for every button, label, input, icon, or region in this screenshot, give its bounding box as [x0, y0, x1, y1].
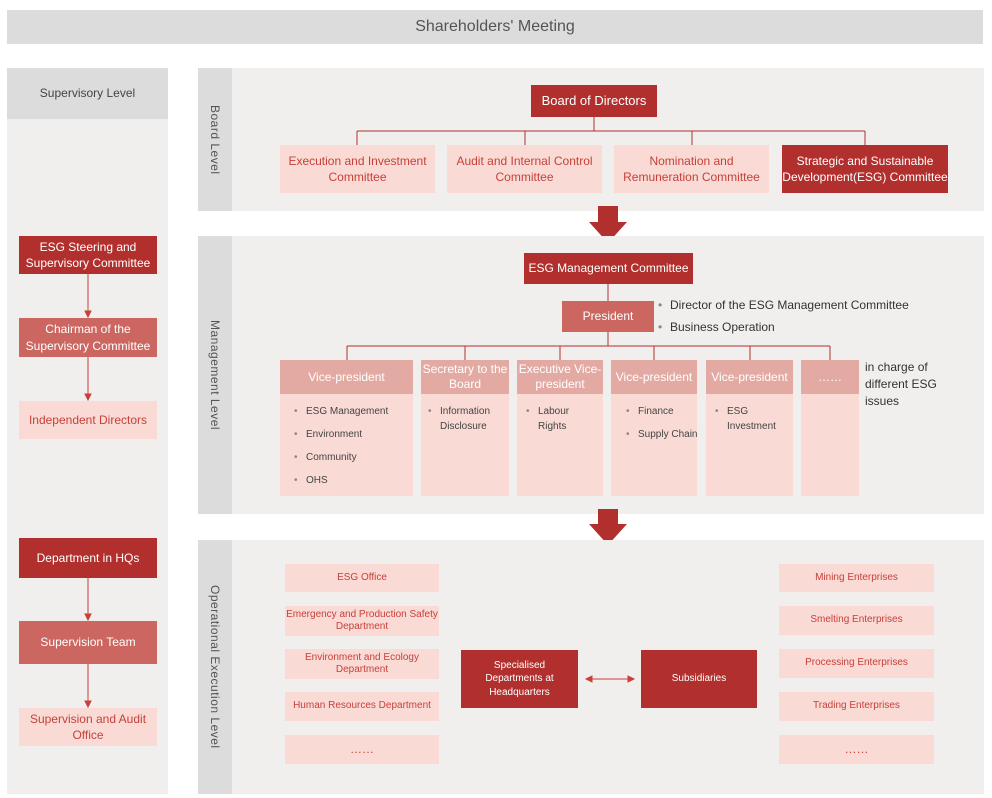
- shareholders-meeting-label: Shareholders' Meeting: [415, 18, 575, 36]
- execution-investment-committee-label: Execution and Investment Committee: [288, 153, 427, 184]
- supervision-audit-office: Supervision and Audit Office: [19, 708, 157, 746]
- nomination-remuneration-committee-label: Nomination and Remuneration Committee: [623, 153, 760, 184]
- esg-committee: Strategic and Sustainable Development(ES…: [782, 145, 948, 193]
- operational-level-label: Operational Execution Level: [208, 585, 222, 749]
- president-note-2: Business Operation: [658, 320, 958, 334]
- op-left-5: ……: [285, 735, 439, 764]
- mgmt-column-5-items: ESG Investment: [715, 404, 789, 442]
- esg-steering-committee: ESG Steering and Supervisory Committee: [19, 236, 157, 274]
- mgmt-column-4-title: Vice-president: [611, 360, 697, 394]
- list-item: Environment: [294, 427, 409, 442]
- op-left-3: Environment and Ecology Department: [285, 649, 439, 679]
- op-right-3: Processing Enterprises: [779, 649, 934, 678]
- list-item: Community: [294, 450, 409, 465]
- mgmt-column-5-title: Vice-president: [706, 360, 793, 394]
- list-item: Supply Chain: [626, 427, 698, 442]
- mgmt-column-6-title: ……: [801, 360, 859, 394]
- audit-internal-control-committee: Audit and Internal Control Committee: [447, 145, 602, 193]
- nomination-remuneration-committee: Nomination and Remuneration Committee: [614, 145, 769, 193]
- board-level-label: Board Level: [208, 104, 222, 175]
- independent-directors-label: Independent Directors: [28, 412, 148, 427]
- op-right-5: ……: [779, 735, 934, 764]
- op-left-1: ESG Office: [285, 564, 439, 592]
- mgmt-side-note: in charge of different ESG issues: [865, 360, 937, 408]
- shareholders-meeting-banner: Shareholders' Meeting: [7, 10, 983, 44]
- independent-directors: Independent Directors: [19, 401, 157, 439]
- list-item: Information Disclosure: [428, 404, 506, 434]
- mgmt-column-3-title: Executive Vice-president: [517, 360, 603, 394]
- op-right-2: Smelting Enterprises: [779, 606, 934, 635]
- board-of-directors-label: Board of Directors: [541, 93, 647, 109]
- list-item: Labour Rights: [526, 404, 598, 434]
- mgmt-column-2-items: Information Disclosure: [428, 404, 506, 442]
- supervisory-level-label: Supervisory Level: [39, 86, 136, 101]
- esg-committee-label: Strategic and Sustainable Development(ES…: [782, 153, 948, 184]
- board-level-band: [198, 68, 232, 211]
- chairman-supervisory-committee: Chairman of the Supervisory Committee: [19, 318, 157, 357]
- president-notes: Director of the ESG Management Committee…: [658, 298, 958, 342]
- esg-steering-committee-label: ESG Steering and Supervisory Committee: [25, 239, 151, 270]
- audit-internal-control-committee-label: Audit and Internal Control Committee: [456, 153, 593, 184]
- op-left-2: Emergency and Production Safety Departme…: [285, 606, 439, 636]
- specialised-departments: Specialised Departments at Headquarters: [461, 650, 578, 708]
- list-item: OHS: [294, 473, 409, 488]
- supervision-team-label: Supervision Team: [40, 635, 136, 650]
- supervision-audit-office-label: Supervision and Audit Office: [29, 711, 147, 742]
- supervision-team: Supervision Team: [19, 621, 157, 664]
- list-item: ESG Investment: [715, 404, 789, 434]
- execution-investment-committee: Execution and Investment Committee: [280, 145, 435, 193]
- president: President: [562, 301, 654, 332]
- mgmt-column-2-title: Secretary to the Board: [421, 360, 509, 394]
- esg-management-committee-label: ESG Management Committee: [528, 261, 689, 276]
- specialised-departments-label: Specialised Departments at Headquarters: [485, 659, 554, 698]
- chairman-supervisory-committee-label: Chairman of the Supervisory Committee: [25, 322, 151, 353]
- mgmt-column-1-title: Vice-president: [280, 360, 413, 394]
- management-level-label: Management Level: [208, 319, 222, 431]
- president-note-1: Director of the ESG Management Committee: [658, 298, 958, 312]
- department-in-hqs-label: Department in HQs: [36, 550, 140, 565]
- subsidiaries-label: Subsidiaries: [671, 673, 727, 685]
- op-right-1: Mining Enterprises: [779, 564, 934, 592]
- mgmt-column-1-items: ESG Management Environment Community OHS: [294, 404, 409, 496]
- esg-management-committee: ESG Management Committee: [524, 253, 693, 284]
- supervisory-level-header: Supervisory Level: [7, 68, 168, 119]
- management-level-band: [198, 236, 232, 514]
- department-in-hqs: Department in HQs: [19, 538, 157, 578]
- board-of-directors: Board of Directors: [531, 85, 657, 117]
- subsidiaries: Subsidiaries: [641, 650, 757, 708]
- list-item: ESG Management: [294, 404, 409, 419]
- operational-level-band: [198, 540, 232, 794]
- mgmt-column-3-items: Labour Rights: [526, 404, 598, 442]
- op-left-4: Human Resources Department: [285, 692, 439, 721]
- mgmt-column-4-items: Finance Supply Chain: [626, 404, 698, 450]
- president-label: President: [582, 309, 634, 324]
- op-right-4: Trading Enterprises: [779, 692, 934, 721]
- list-item: Finance: [626, 404, 698, 419]
